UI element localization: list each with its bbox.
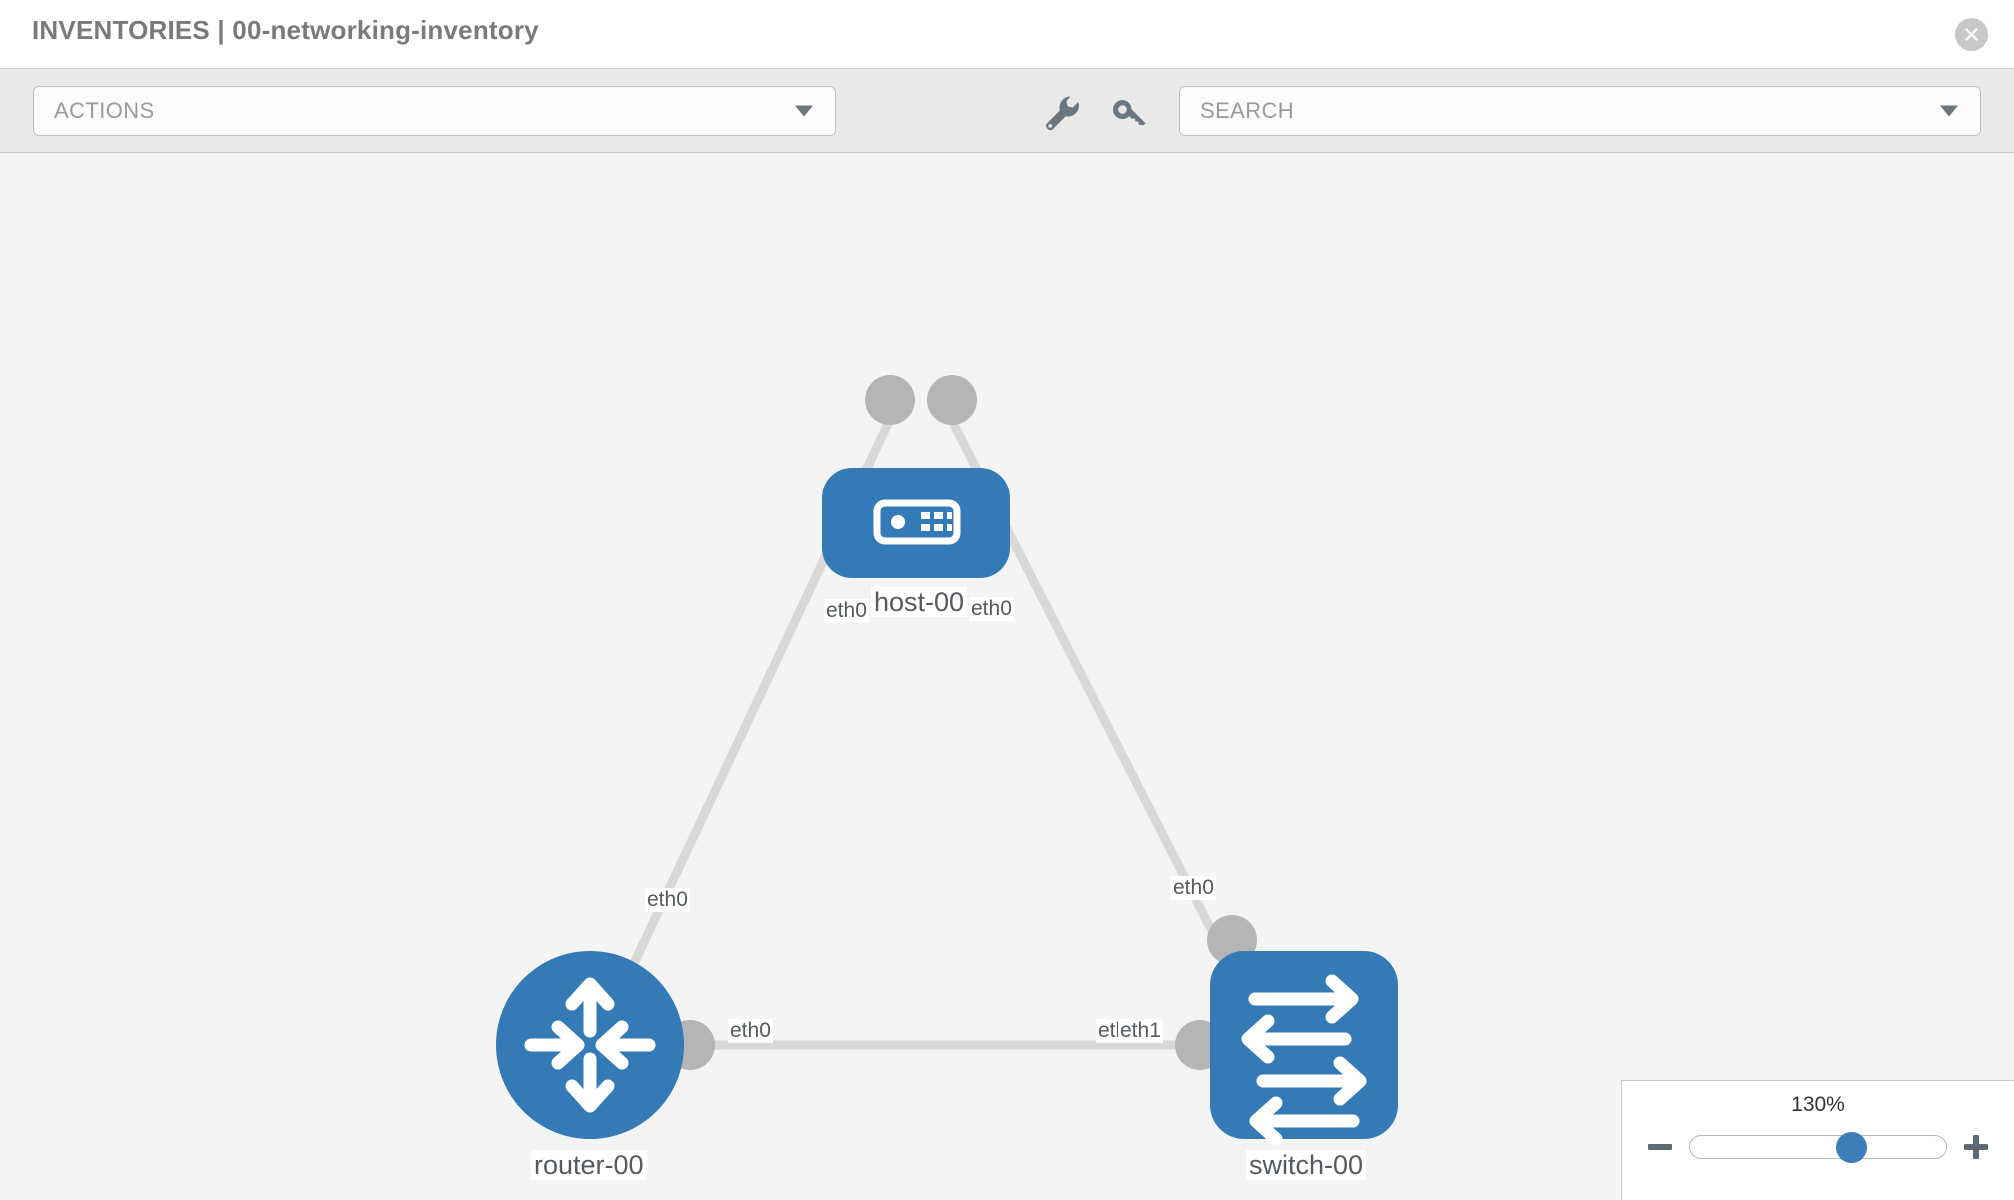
topology-canvas[interactable]: eth0 eth0 eth0 eth0 eth0 eth0 eth1 host-… (0, 153, 2014, 1200)
edge-label: eth0 (824, 599, 869, 624)
endpoint-host00-left (865, 375, 915, 425)
node-label-router-00: router-00 (531, 1150, 647, 1181)
key-icon[interactable] (1108, 91, 1150, 133)
topology-graph (496, 375, 1398, 1146)
close-icon (1962, 25, 1981, 44)
endpoint-host00-right (927, 375, 977, 425)
search-input[interactable]: SEARCH (1179, 86, 1981, 136)
node-label-switch-00: switch-00 (1246, 1150, 1367, 1181)
router-arrows-icon (524, 977, 656, 1113)
wrench-icon[interactable] (1040, 91, 1082, 133)
zoom-in-button[interactable] (1961, 1132, 1991, 1162)
edge-label: eth0 (728, 1019, 773, 1044)
edge-label: eth1 (1118, 1019, 1163, 1044)
server-icon (873, 499, 961, 545)
chevron-down-icon (795, 105, 813, 117)
actions-dropdown[interactable]: ACTIONS (33, 86, 836, 136)
node-router-00 (496, 951, 684, 1139)
page-title: INVENTORIES | 00-networking-inventory (32, 15, 539, 45)
node-label-host-00: host-00 (871, 587, 968, 618)
zoom-percent-label: 130% (1791, 1093, 1845, 1116)
edge-label: eth0 (645, 888, 690, 913)
search-placeholder: SEARCH (1200, 98, 1295, 123)
page-header: INVENTORIES | 00-networking-inventory (0, 0, 2014, 69)
switch-arrows-icon (1241, 974, 1367, 1146)
zoom-slider[interactable] (1689, 1131, 1947, 1163)
node-switch-00 (1210, 951, 1398, 1146)
close-button[interactable] (1955, 18, 1988, 51)
node-host-00 (822, 468, 1010, 578)
edge-label: eth0 (969, 597, 1014, 622)
toolbar: ACTIONS SEARCH (0, 69, 2014, 153)
zoom-slider-thumb[interactable] (1836, 1131, 1868, 1163)
actions-dropdown-label: ACTIONS (54, 98, 155, 123)
zoom-out-button[interactable] (1645, 1132, 1675, 1162)
zoom-control-panel: 130% (1621, 1080, 2014, 1200)
chevron-down-icon[interactable] (1940, 105, 1958, 117)
edge-label: eth0 (1171, 876, 1216, 901)
